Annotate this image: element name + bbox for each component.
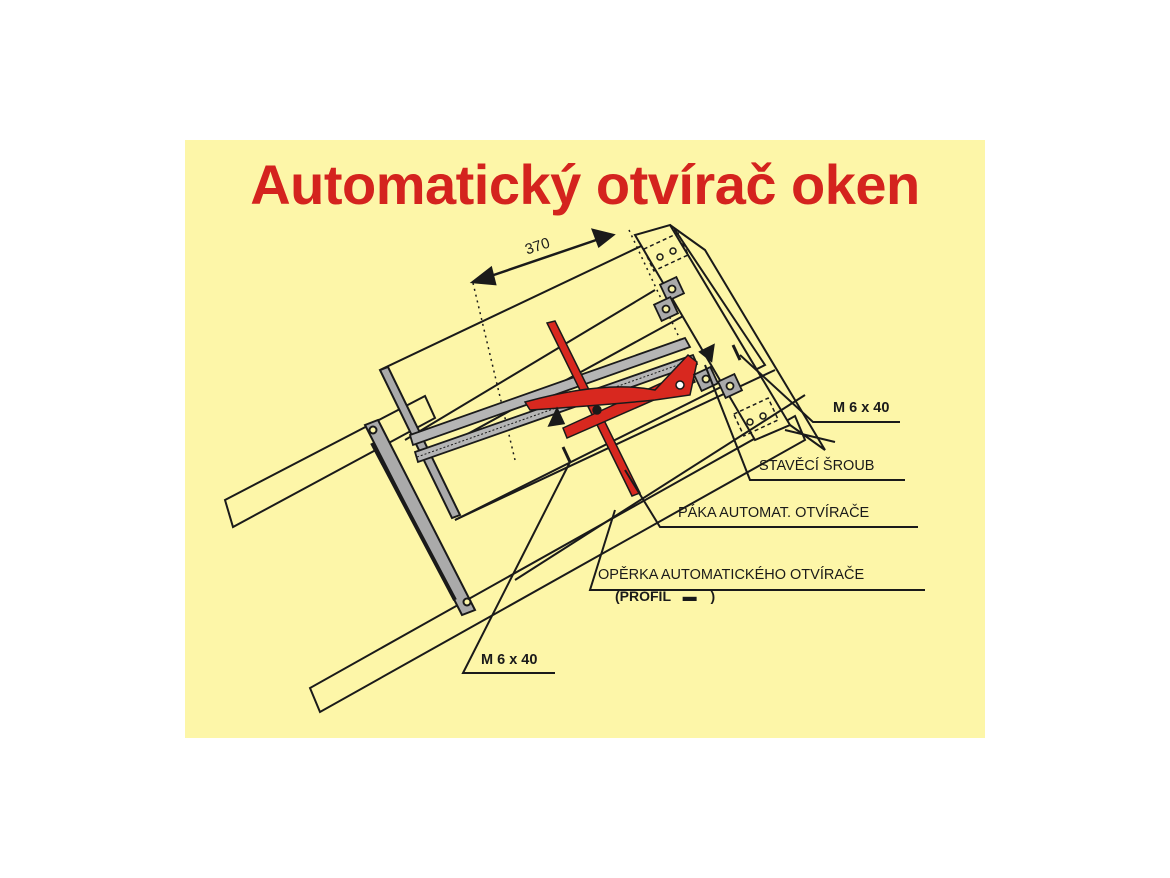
window-opener-drawing <box>223 223 925 714</box>
leader-screw-bottom <box>461 461 571 674</box>
leader-adjusting-screw <box>704 364 905 481</box>
label-profile: (PROFIL ▬ ) <box>615 588 715 604</box>
leader-lever <box>624 469 918 528</box>
dimension-arrow <box>469 228 616 286</box>
profile-prefix: (PROFIL <box>615 588 671 604</box>
screw-right <box>731 344 742 361</box>
lower-frame-beam <box>308 414 807 714</box>
label-screw-bottom: M 6 x 40 <box>481 652 538 668</box>
upper-rail <box>408 336 692 447</box>
leader-support <box>588 509 925 591</box>
screw-left <box>561 446 572 463</box>
profile-suffix: ) <box>710 588 716 604</box>
right-frame-block <box>633 223 792 442</box>
label-support: OPĚRKA AUTOMATICKÉHO OTVÍRAČE <box>598 567 865 583</box>
diagram-panel: Automatický otvírač oken 370 M 6 x 40 ST… <box>185 140 985 738</box>
profile-symbol-icon: ▬ <box>682 588 697 604</box>
label-screw-top: M 6 x 40 <box>833 400 890 416</box>
label-adjusting-screw: STAVĚCÍ ŠROUB <box>759 458 875 474</box>
label-lever: PÁKA AUTOMAT. OTVÍRAČE <box>678 505 870 521</box>
page-title: Automatický otvírač oken <box>250 153 920 216</box>
leader-screw-top <box>739 354 900 423</box>
